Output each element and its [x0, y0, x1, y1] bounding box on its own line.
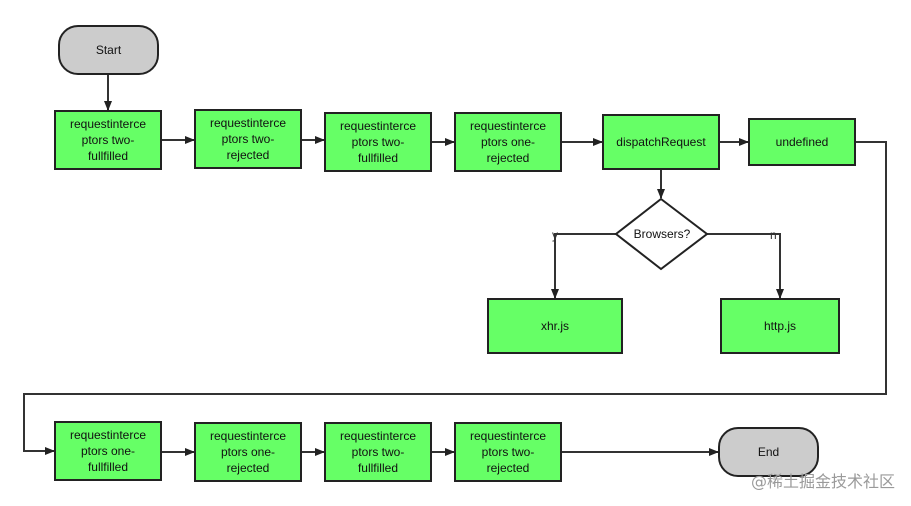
- edge-label-no: n: [770, 228, 777, 242]
- browsers-decision-label: Browsers?: [633, 227, 691, 241]
- node-requestinterceptors-two-fullfilled-3: requestinterce ptors two- fullfilled: [324, 422, 432, 482]
- edge-label-yes: y: [552, 228, 558, 242]
- node-requestinterceptors-one-rejected: requestinterce ptors one- rejected: [454, 112, 562, 172]
- node-requestinterceptors-two-fullfilled: requestinterce ptors two- fullfilled: [54, 110, 162, 170]
- node-requestinterceptors-two-fullfilled-2: requestinterce ptors two- fullfilled: [324, 112, 432, 172]
- start-terminal: Start: [58, 25, 159, 75]
- end-terminal: End: [718, 427, 819, 477]
- node-requestinterceptors-one-rejected-2: requestinterce ptors one- rejected: [194, 422, 302, 482]
- node-undefined: undefined: [748, 118, 856, 166]
- node-requestinterceptors-two-rejected-2: requestinterce ptors two- rejected: [454, 422, 562, 482]
- node-xhr-js: xhr.js: [487, 298, 623, 354]
- watermark-text: @稀土掘金技术社区: [750, 472, 895, 491]
- node-requestinterceptors-two-rejected: requestinterce ptors two- rejected: [194, 109, 302, 169]
- node-http-js: http.js: [720, 298, 840, 354]
- node-requestinterceptors-one-fullfilled: requestinterce ptors one- fullfilled: [54, 421, 162, 481]
- browsers-decision-diamond: [614, 197, 709, 271]
- edge-undef-b1: [23, 141, 887, 455]
- edge-browsers-xhr: [551, 233, 617, 299]
- edge-browsers-http: [707, 233, 784, 299]
- node-dispatch-request: dispatchRequest: [602, 114, 720, 170]
